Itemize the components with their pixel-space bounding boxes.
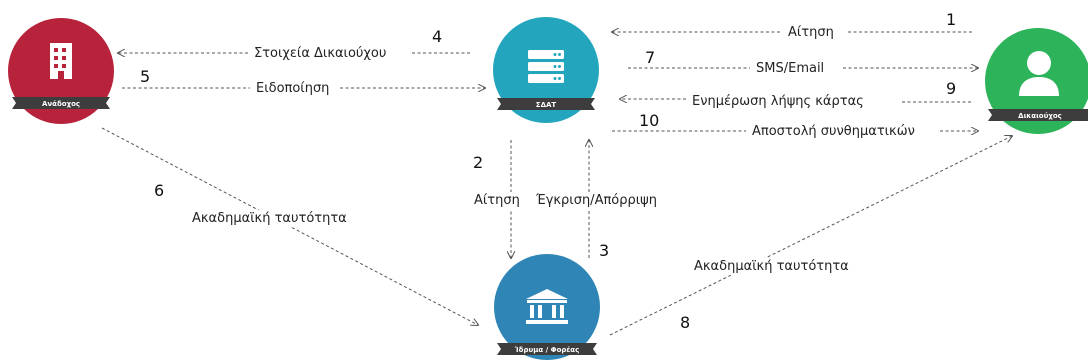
flow-label-10: Αποστολή συνθηματικών (752, 124, 915, 139)
step-number-3: 3 (599, 241, 609, 260)
flow-label-1: Αίτηση (788, 25, 834, 40)
step-number-6: 6 (154, 181, 164, 200)
node-sdat[interactable]: ΣΔΑΤ (493, 17, 599, 123)
label-backdrop (189, 210, 350, 227)
beneficiary-label: Δικαιούχος (1018, 112, 1062, 120)
sdat-ribbon (497, 98, 595, 110)
step-number-1: 1 (946, 10, 956, 29)
flow-label-2: Αίτηση (474, 193, 520, 208)
building-icon (50, 43, 72, 79)
flow-label-4: Στοιχεία Δικαιούχου (254, 46, 386, 61)
node-institution[interactable]: Ίδρυμα / Φορέας (494, 254, 600, 360)
flow-label-8: Ακαδημαϊκή ταυτότητα (694, 259, 849, 274)
edge-6 (101, 127, 478, 325)
institution-label: Ίδρυμα / Φορέας (514, 346, 580, 354)
edges (101, 32, 1012, 336)
edge-8 (609, 136, 1012, 336)
flow-label-6: Ακαδημαϊκή ταυτότητα (192, 211, 347, 226)
node-beneficiary[interactable]: Δικαιούχος (985, 28, 1088, 134)
beneficiary-ribbon (988, 109, 1088, 121)
institution-icon (526, 289, 568, 324)
step-number-4: 4 (432, 27, 442, 46)
step-numbers: 1 4 5 7 9 10 2 3 6 8 (140, 10, 956, 332)
server-icon (528, 50, 564, 83)
step-number-8: 8 (680, 313, 690, 332)
flow-label-5: Ειδοποίηση (256, 81, 329, 96)
label-backdrop (251, 45, 390, 62)
label-backdrop (785, 24, 837, 41)
institution-circle (494, 254, 600, 360)
step-number-9: 9 (946, 79, 956, 98)
label-backdrop (471, 192, 523, 209)
label-backdrop (753, 60, 828, 77)
flow-labels: Αίτηση Στοιχεία Δικαιούχου Ειδοποίηση SM… (192, 25, 915, 274)
label-backdrop (253, 80, 333, 97)
step-number-7: 7 (645, 48, 655, 67)
step-number-10: 10 (639, 111, 659, 130)
flow-label-7: SMS/Email (756, 61, 824, 76)
institution-ribbon (497, 343, 597, 355)
sdat-label: ΣΔΑΤ (536, 101, 557, 109)
step-number-2: 2 (473, 153, 483, 172)
flow-label-9: Ενημέρωση λήψης κάρτας (692, 94, 864, 109)
user-icon (1019, 51, 1059, 96)
label-backdrop (691, 258, 852, 275)
label-backdrop (749, 123, 918, 140)
flow-label-3: Έγκριση/Απόρριψη (535, 193, 657, 208)
node-contractor[interactable]: Ανάδοχος (8, 18, 114, 124)
label-backdrop (532, 192, 660, 209)
contractor-label: Ανάδοχος (42, 100, 80, 108)
label-backdrop (689, 93, 867, 110)
contractor-ribbon (12, 97, 110, 109)
step-number-5: 5 (140, 67, 150, 86)
